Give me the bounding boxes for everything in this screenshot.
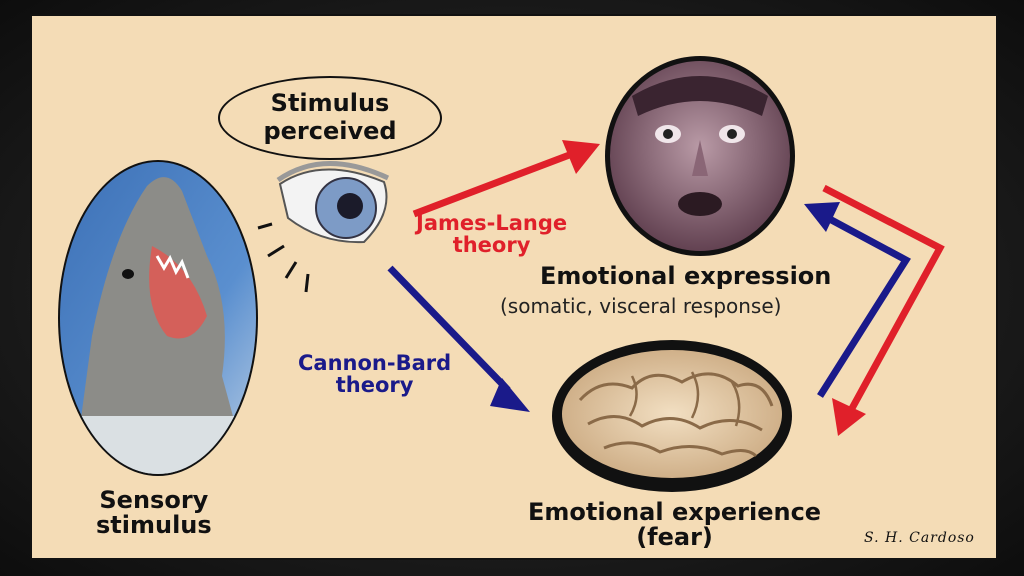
emotional-expression-label: Emotional expression [540, 262, 832, 290]
face-image [605, 56, 795, 256]
stimulus-perceived-line-1: Stimulus [270, 89, 390, 118]
cannon-bard-label: Cannon-Bard theory [298, 352, 451, 396]
diagram-panel: Stimulus perceived James-Lange theory Ca… [30, 14, 998, 560]
cannon-bard-arrow [387, 265, 530, 412]
stimulus-perceived-label: Stimulus perceived [218, 76, 442, 160]
emotional-experience-label: Emotional experience (fear) [528, 498, 822, 552]
cannon-bard-line-1: Cannon-Bard [298, 351, 452, 375]
brain-image [552, 340, 792, 492]
red-feedback-arrow [822, 184, 945, 436]
sensory-stimulus-line-2: stimulus [96, 511, 212, 540]
james-lange-line-2: theory [452, 233, 531, 258]
james-lange-line-1: James-Lange [416, 211, 568, 235]
diagram-artwork [58, 56, 945, 492]
eye-icon [257, 161, 390, 293]
emotional-experience-line-2: (fear) [636, 523, 713, 552]
sensory-stimulus-label: Sensory stimulus [96, 486, 212, 540]
cannon-bard-line-2: theory [335, 373, 414, 398]
shark-image [58, 160, 258, 476]
emotional-expression-subtitle: (somatic, visceral response) [500, 294, 782, 318]
author-signature: S. H. Cardoso [864, 530, 975, 546]
james-lange-arrow [412, 140, 600, 218]
stimulus-perceived-line-2: perceived [263, 117, 397, 145]
emotional-experience-line-1: Emotional experience [528, 498, 822, 526]
blue-feedback-arrow [804, 202, 911, 398]
james-lange-label: James-Lange theory [416, 212, 567, 256]
sensory-stimulus-line-1: Sensory [99, 486, 209, 514]
